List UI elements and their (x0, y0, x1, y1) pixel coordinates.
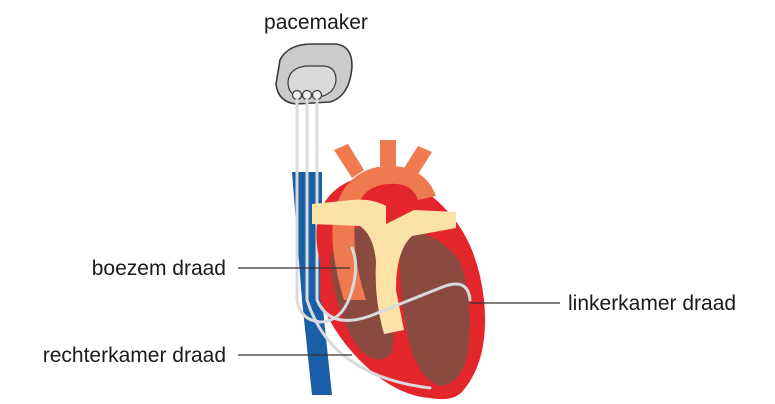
lead-port-3 (313, 91, 322, 100)
label-left-ventricle-lead: linkerkamer draad (568, 292, 736, 315)
label-right-ventricle-lead: rechterkamer draad (43, 344, 226, 367)
lead-port-1 (293, 91, 302, 100)
pacemaker-device (276, 44, 352, 104)
label-pacemaker: pacemaker (264, 11, 368, 34)
label-atrium-lead: boezem draad (92, 257, 226, 280)
lead-port-2 (303, 91, 312, 100)
